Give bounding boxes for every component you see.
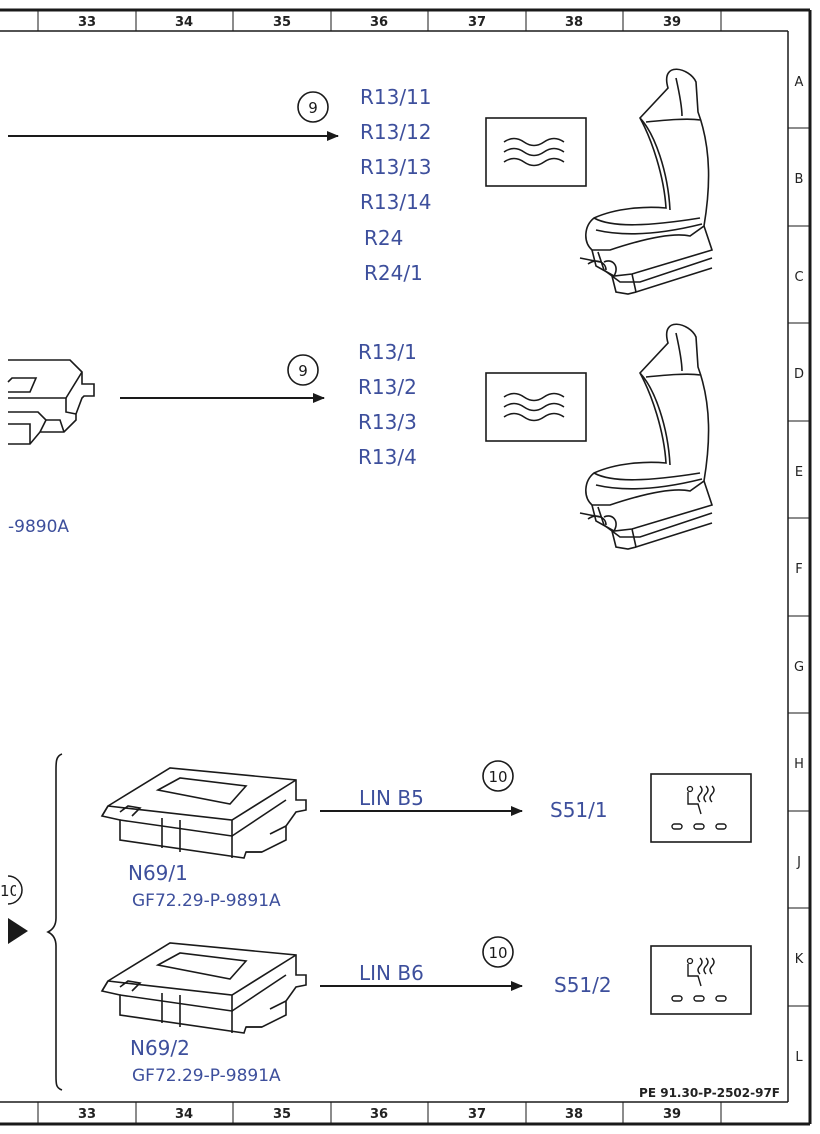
row-label: E [795, 465, 803, 480]
row-labels: A B C D E F G H J K L [794, 75, 804, 1065]
column-labels-bottom: 33 34 35 36 37 38 39 [78, 1107, 681, 1122]
component-label: R24 [364, 226, 403, 250]
col-label: 34 [175, 15, 193, 30]
column-labels-top: 33 34 35 36 37 38 39 [78, 15, 681, 30]
document-id: PE 91.30-P-2502-97F [639, 1086, 780, 1100]
car-seat-icon [579, 68, 714, 295]
bus-label: LIN B5 [359, 786, 424, 810]
component-label: R13/11 [360, 85, 432, 109]
seat-heater-switch-icon [650, 773, 752, 843]
lin-b5-connection: 10 LIN B5 [320, 760, 523, 816]
row-label: K [795, 952, 804, 967]
reference-circle-number: 10 [488, 944, 507, 962]
col-label: 39 [663, 1107, 681, 1122]
component-label: R24/1 [364, 261, 423, 285]
control-unit-icon [100, 767, 307, 859]
col-label: 35 [273, 15, 291, 30]
reference-label: GF72.29-P-9891A [132, 1066, 281, 1086]
upper-component-labels: R13/11 R13/12 R13/13 R13/14 R24 R24/1 [360, 85, 432, 285]
partial-reference-circle [7, 875, 23, 905]
col-label: 36 [370, 15, 388, 30]
component-label: R13/14 [360, 190, 432, 214]
reference-partial: -9890A [8, 517, 69, 537]
col-label: 39 [663, 15, 681, 30]
middle-component-labels: R13/1 R13/2 R13/3 R13/4 [358, 340, 417, 469]
reference-circle-number: 10 [488, 768, 507, 786]
col-label: 37 [468, 1107, 486, 1122]
row-label: J [796, 855, 801, 870]
switch-label: S51/1 [550, 798, 608, 822]
row-label: D [794, 367, 804, 382]
seat-heater-switch-icon [650, 945, 752, 1015]
component-label: R13/3 [358, 410, 417, 434]
reference-circle [482, 936, 514, 968]
row-label: F [795, 562, 802, 577]
control-unit-icon [100, 942, 307, 1034]
reference-circle [482, 760, 514, 792]
heater-symbol-icon [485, 117, 587, 187]
reference-circle [287, 354, 319, 386]
control-unit-label: N69/1 [128, 861, 188, 885]
partial-reference-number: 10 [0, 882, 19, 900]
component-label: R13/12 [360, 120, 432, 144]
col-label: 33 [78, 1107, 96, 1122]
bus-label: LIN B6 [359, 961, 424, 985]
col-label: 33 [78, 15, 96, 30]
control-unit-label: N69/2 [130, 1036, 190, 1060]
middle-connection: 9 [120, 354, 325, 403]
row-label: H [794, 757, 804, 772]
partial-arrow-icon [8, 918, 28, 944]
col-label: 36 [370, 1107, 388, 1122]
component-label: R13/2 [358, 375, 417, 399]
col-label: 38 [565, 1107, 583, 1122]
row-label: L [795, 1050, 803, 1065]
row-label: G [794, 660, 804, 675]
col-label: 34 [175, 1107, 193, 1122]
col-label: 37 [468, 15, 486, 30]
grouping-brace [46, 753, 63, 1091]
reference-circle [297, 91, 329, 123]
switch-label: S51/2 [554, 973, 612, 997]
heater-symbol-icon [485, 372, 587, 442]
lin-b6-connection: 10 LIN B6 [320, 936, 523, 991]
car-seat-icon [579, 323, 714, 550]
component-label: R13/4 [358, 445, 417, 469]
row-label: C [794, 270, 803, 285]
col-label: 35 [273, 1107, 291, 1122]
component-label: R13/13 [360, 155, 432, 179]
row-ticks [788, 127, 810, 1007]
column-ticks [37, 10, 722, 1124]
row-label: B [795, 172, 804, 187]
reference-circle-number: 9 [308, 99, 318, 117]
col-label: 38 [565, 15, 583, 30]
reference-label: GF72.29-P-9891A [132, 891, 281, 911]
component-label: R13/1 [358, 340, 417, 364]
control-unit-partial-icon [7, 359, 95, 445]
upper-connection: 9 [8, 91, 339, 141]
row-label: A [795, 75, 804, 90]
drawing-frame [0, 8, 812, 1126]
reference-circle-number: 9 [298, 362, 308, 380]
